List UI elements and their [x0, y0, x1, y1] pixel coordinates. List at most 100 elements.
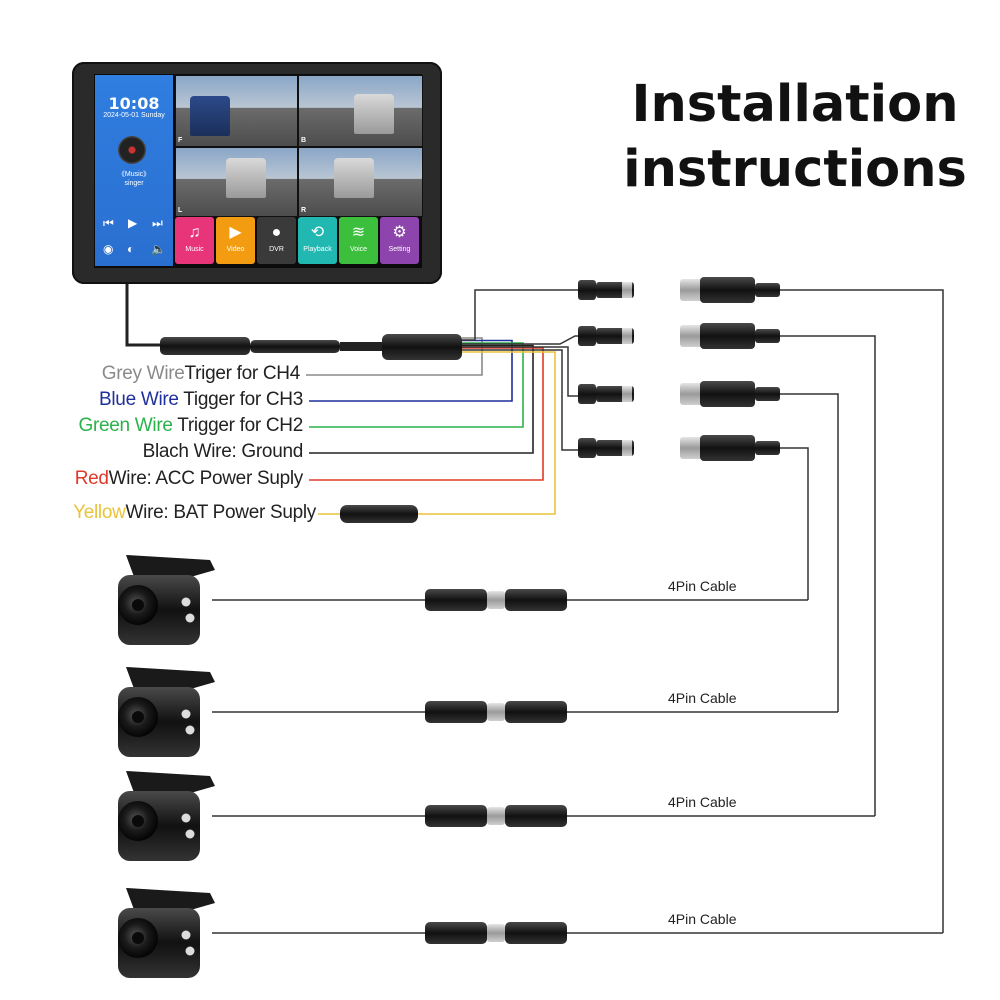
- small-male-connector-3: [578, 438, 596, 458]
- wire-description: Triger for CH4: [184, 363, 301, 384]
- wire-color-name: Red: [74, 468, 109, 489]
- return-cable-0: [780, 289, 944, 933]
- camera-assembly-2: [118, 771, 875, 861]
- app-tile-dvr[interactable]: ● DVR: [257, 217, 296, 264]
- female-connector-cap-1: [680, 325, 702, 347]
- return-cable-2: [780, 393, 839, 712]
- main-cable-line: [125, 284, 160, 347]
- previous-track-icon[interactable]: ⏮: [103, 216, 114, 230]
- wire-description: : Ground: [231, 441, 303, 462]
- fuse-holder: [340, 505, 418, 523]
- app-tile-label: Video: [226, 246, 245, 253]
- app-tile-label: Music: [185, 246, 204, 253]
- next-track-icon[interactable]: ⏭: [152, 216, 163, 230]
- app-tile-playback[interactable]: ⟲ Playback: [298, 217, 337, 264]
- screen-music-info: 《Music》 singer: [95, 170, 173, 188]
- wire-description: Trigger for CH2: [172, 415, 303, 436]
- wire-line-1: [309, 339, 513, 402]
- wire-color-name: Yellow: [73, 502, 126, 523]
- cable-label-0: 4Pin Cable: [668, 578, 737, 594]
- contrast-icon[interactable]: ◐: [127, 242, 135, 256]
- female-connector-cap-2: [680, 383, 702, 405]
- inline-connector-female-1: [505, 701, 567, 723]
- wire-line-4: [309, 347, 544, 481]
- wire-label-1: Blue Wire Tigger for CH3: [99, 389, 303, 411]
- music-artist: singer: [124, 180, 144, 187]
- female-connector-body-3: [700, 435, 755, 461]
- female-connector-cap-0: [680, 279, 702, 301]
- inline-connector-female-2: [505, 805, 567, 827]
- screen-clock: 10:08: [108, 94, 160, 113]
- playback-icon: ⟲: [310, 224, 325, 241]
- camera-view-front[interactable]: F: [175, 75, 298, 147]
- wire-line-3: [309, 344, 534, 454]
- wire-line-0: [306, 337, 483, 376]
- app-tile-video[interactable]: ▶ Video: [216, 217, 255, 264]
- wire-description: Wire: BAT Power Suply: [125, 502, 317, 523]
- inline-connector-male-0: [425, 589, 487, 611]
- wire-color-name: Blue Wire: [99, 389, 179, 410]
- small-male-connector-1: [578, 326, 596, 346]
- wire-description: Tigger for CH3: [178, 389, 303, 410]
- wire-color-name: Grey Wire: [101, 363, 185, 384]
- female-connector-body-1: [700, 323, 755, 349]
- volume-icon[interactable]: 🔈: [151, 242, 166, 256]
- title-line-2: instructions: [623, 140, 967, 199]
- wire-line-2: [309, 342, 524, 428]
- camera-view-back[interactable]: B: [298, 75, 423, 147]
- play-icon[interactable]: ▶: [128, 216, 138, 230]
- wire-label-4: RedWire: ACC Power Suply: [74, 468, 304, 490]
- return-cable-3: [780, 447, 809, 600]
- app-tile-setting[interactable]: ⚙ Setting: [380, 217, 419, 264]
- brightness-icon[interactable]: ◉: [103, 242, 114, 256]
- inline-connector-male-3: [425, 922, 487, 944]
- cable-label-1: 4Pin Cable: [668, 690, 737, 706]
- harness-splitter-connector: [382, 334, 462, 360]
- inline-connector-female-3: [505, 922, 567, 944]
- camera-view-left[interactable]: L: [175, 147, 298, 217]
- trigger-wire-lines: [306, 337, 556, 515]
- female-connector-cap-3: [680, 437, 702, 459]
- female-connector-body-2: [700, 381, 755, 407]
- app-tile-label: Playback: [303, 246, 332, 253]
- return-cable-1: [780, 335, 876, 816]
- voice-wave-icon: ≋: [351, 224, 366, 241]
- app-tile-label: Setting: [388, 246, 411, 253]
- cable-label-3: 4Pin Cable: [668, 911, 737, 927]
- play-icon: ▶: [229, 224, 242, 241]
- wire-label-2: Green Wire Trigger for CH2: [79, 415, 304, 437]
- main-harness-connector-b: [250, 340, 340, 353]
- screen-date: 2024-05-01 Sunday: [103, 112, 165, 119]
- wire-line-5: [418, 351, 556, 515]
- camera-view-right[interactable]: R: [298, 147, 423, 217]
- camera-assembly-0: [118, 555, 808, 645]
- camera-assembly-3: [118, 888, 943, 978]
- wire-color-name: Green Wire: [78, 415, 173, 436]
- main-harness-connector-a: [160, 337, 250, 355]
- small-male-connector-2: [578, 384, 596, 404]
- cable-label-2: 4Pin Cable: [668, 794, 737, 810]
- gear-icon: ⚙: [392, 224, 407, 241]
- title-line-1: Installation: [631, 75, 959, 134]
- wire-color-name: Blach Wire: [142, 441, 232, 462]
- inline-connector-male-1: [425, 701, 487, 723]
- wire-label-0: Grey WireTriger for CH4: [101, 363, 301, 385]
- inline-connector-female-0: [505, 589, 567, 611]
- small-male-connector-0: [578, 280, 596, 300]
- app-tile-label: DVR: [269, 246, 284, 253]
- app-tile-music[interactable]: ♫ Music: [175, 217, 214, 264]
- female-connector-body-0: [700, 277, 755, 303]
- record-icon: ●: [271, 224, 282, 241]
- camera-assembly-1: [118, 667, 838, 757]
- app-tile-label: Voice: [349, 246, 368, 253]
- wire-label-3: Blach Wire: Ground: [142, 441, 304, 463]
- music-title: 《Music》: [117, 171, 151, 178]
- inline-connector-male-2: [425, 805, 487, 827]
- music-disc-icon: [118, 136, 146, 164]
- app-tile-voice[interactable]: ≋ Voice: [339, 217, 378, 264]
- music-note-icon: ♫: [188, 224, 201, 241]
- screen-side-panel: [95, 75, 173, 266]
- wire-description: Wire: ACC Power Suply: [108, 468, 304, 489]
- wire-label-5: YellowWire: BAT Power Suply: [73, 502, 316, 524]
